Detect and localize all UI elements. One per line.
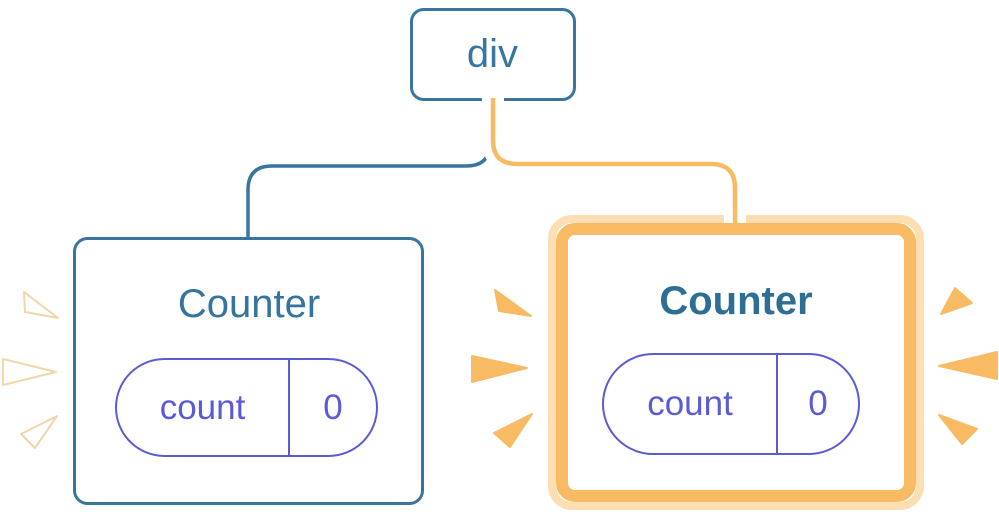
spark-icon — [938, 414, 978, 445]
spark-icon — [493, 413, 533, 448]
state-value: 0 — [776, 355, 858, 453]
right-counter-title: Counter — [659, 278, 813, 323]
right-counter-box — [556, 223, 916, 502]
edge-to-right-counter — [490, 98, 738, 232]
left-counter-state-pill: count 0 — [115, 358, 378, 457]
spark-icon — [20, 415, 58, 449]
spark-icon — [471, 355, 528, 383]
state-value: 0 — [288, 360, 376, 455]
root-node-label: div — [466, 31, 519, 76]
right-counter-state-pill: count 0 — [602, 353, 860, 455]
spark-icon — [938, 351, 998, 380]
right-counter-sparks-left — [471, 289, 533, 448]
state-name-label: count — [647, 384, 733, 423]
spark-icon — [2, 358, 57, 386]
right-counter-sparks-right — [938, 287, 998, 445]
edge-to-left-counter — [246, 99, 492, 240]
spark-icon — [494, 289, 532, 317]
state-name-label: count — [159, 387, 246, 427]
left-counter-sparks — [2, 291, 59, 449]
spark-icon — [23, 291, 59, 319]
left-counter-title: Counter — [177, 281, 321, 326]
spark-icon — [940, 287, 973, 315]
